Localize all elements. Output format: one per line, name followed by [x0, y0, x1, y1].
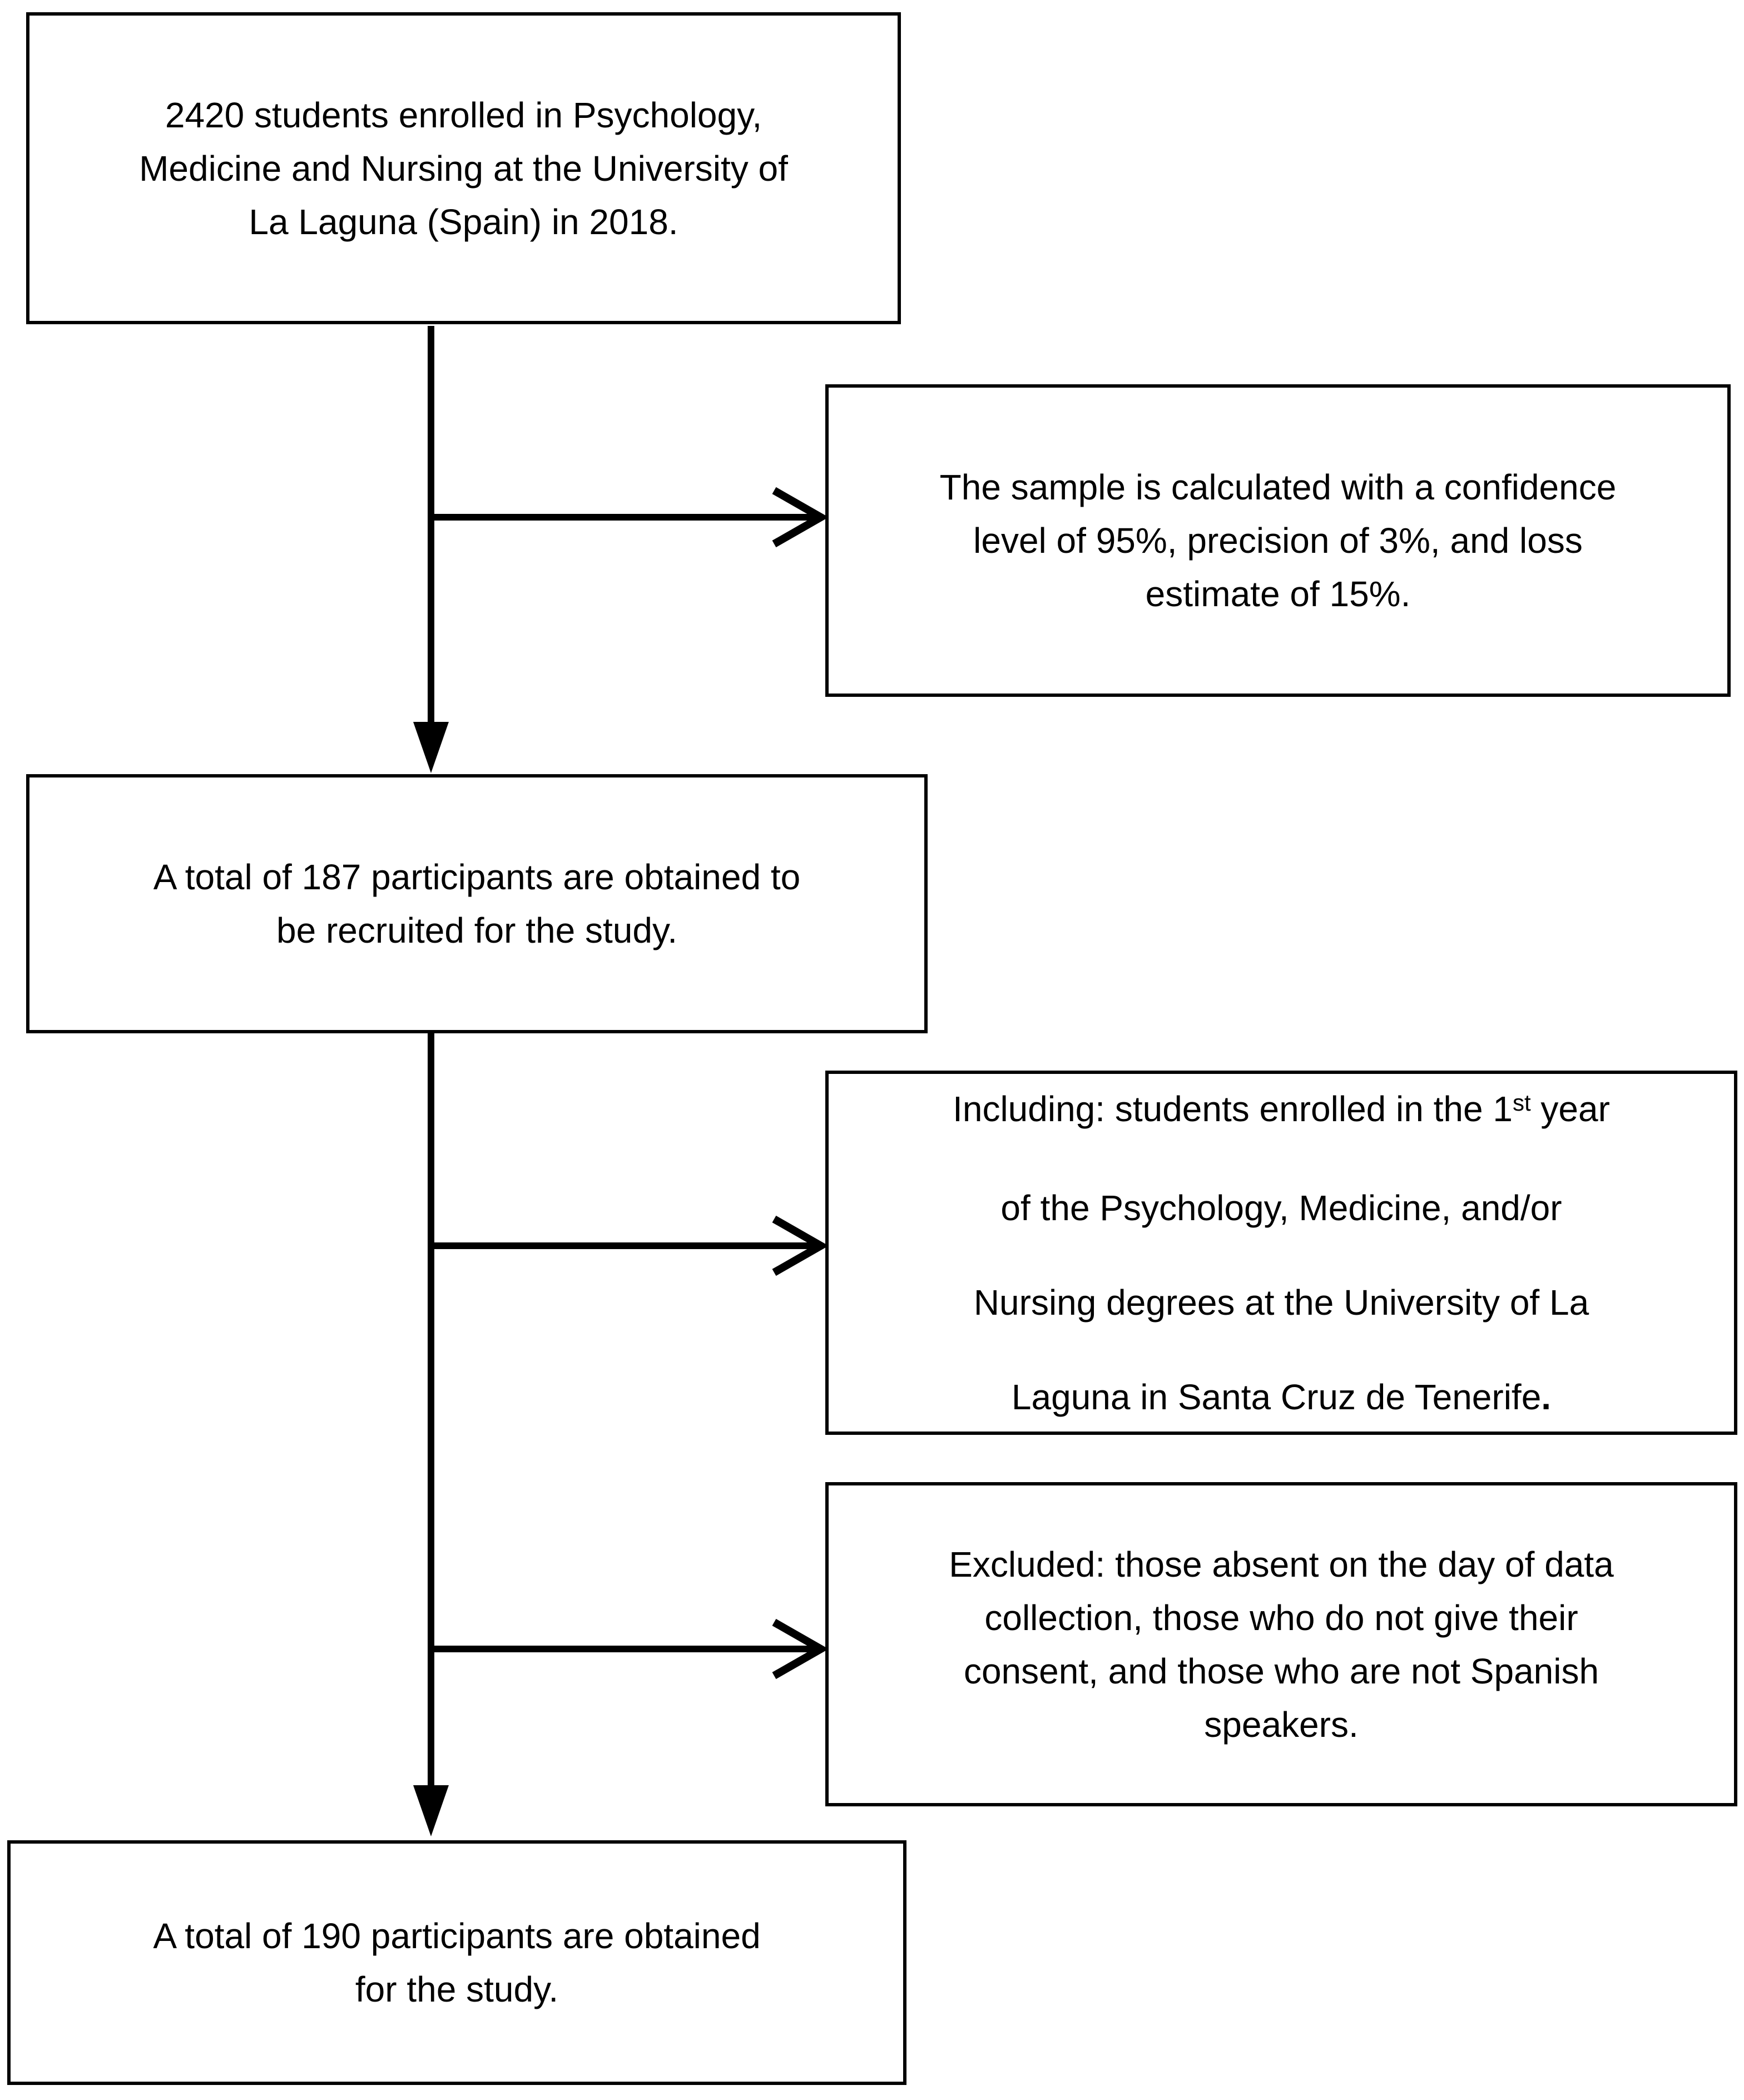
- arrow-enrolled-to-recruited: [413, 326, 449, 773]
- text-line: for the study.: [355, 1969, 559, 2009]
- text-line: speakers.: [1204, 1704, 1359, 1745]
- arrow-branch-to-sample: [431, 487, 829, 548]
- text-line: Medicine and Nursing at the University o…: [139, 148, 788, 189]
- text-segment: year: [1530, 1088, 1610, 1129]
- text-line: of the Psychology, Medicine, and/or: [1000, 1187, 1562, 1228]
- text-line: Excluded: those absent on the day of dat…: [949, 1544, 1614, 1584]
- text-line: Nursing degrees at the University of La: [973, 1282, 1589, 1323]
- text-segment: Including: students enrolled in the 1: [953, 1088, 1513, 1129]
- arrow-branch-to-excluded: [431, 1618, 829, 1680]
- text-line: Laguna in Santa Cruz de Tenerife.: [1012, 1350, 1551, 1444]
- text-line: 2420 students enrolled in Psychology,: [165, 95, 762, 135]
- text-segment: Laguna in Santa Cruz de Tenerife: [1011, 1376, 1542, 1417]
- text-segment-bold-period: .: [1541, 1376, 1552, 1417]
- text-line: A total of 190 participants are obtained: [153, 1916, 761, 1956]
- flow-node-sample-calculation: The sample is calculated with a confiden…: [825, 384, 1731, 697]
- text-line: La Laguna (Spain) in 2018.: [249, 201, 678, 242]
- arrow-recruited-to-final: [413, 1032, 449, 1836]
- text-line: level of 95%, precision of 3%, and loss: [973, 521, 1583, 561]
- flow-node-exclusion-criteria: Excluded: those absent on the day of dat…: [825, 1482, 1737, 1806]
- flow-node-inclusion-criteria: Including: students enrolled in the 1st …: [825, 1071, 1737, 1435]
- flow-node-enrolled-students: 2420 students enrolled in Psychology, Me…: [26, 12, 901, 324]
- superscript-ordinal: st: [1512, 1089, 1531, 1116]
- text-line: The sample is calculated with a confiden…: [939, 467, 1617, 507]
- arrow-branch-to-including: [431, 1215, 829, 1276]
- text-line: Including: students enrolled in the 1st …: [953, 1062, 1610, 1161]
- text-line: estimate of 15%.: [1145, 574, 1411, 614]
- flow-node-recruited-participants: A total of 187 participants are obtained…: [26, 774, 928, 1033]
- text-line: be recruited for the study.: [276, 910, 677, 950]
- text-line: consent, and those who are not Spanish: [963, 1651, 1599, 1691]
- text-line: collection, those who do not give their: [984, 1597, 1578, 1638]
- flow-node-final-participants: A total of 190 participants are obtained…: [7, 1840, 906, 2085]
- text-line: A total of 187 participants are obtained…: [153, 857, 801, 897]
